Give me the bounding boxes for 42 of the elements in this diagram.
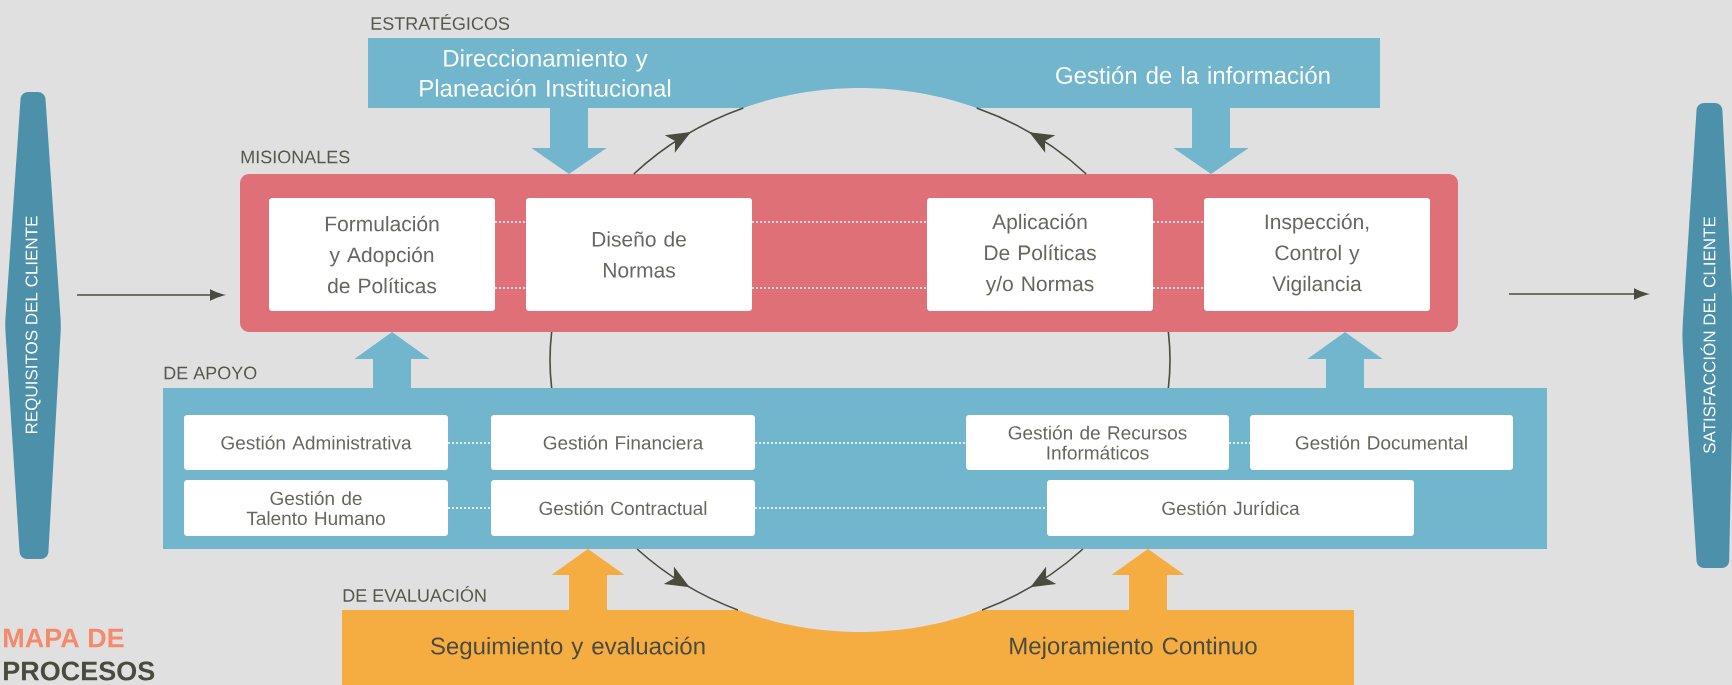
process-box: Gestión de Recursos Informáticos (966, 415, 1229, 470)
arrow (633, 107, 745, 175)
dotted-line (754, 507, 1048, 509)
process-box: Diseño de Normas (526, 198, 752, 311)
process-label: Direccionamiento y Planeación Institucional (420, 49, 671, 97)
dotted-line (751, 221, 928, 223)
process-box: Gestión de Talento Humano (184, 480, 448, 536)
section-heading: ESTRATÉGICOS (371, 14, 510, 30)
side-banner: SATISFACCIÓN DEL CLIENTE (1682, 103, 1732, 568)
process-box: Gestión Jurídica (1047, 480, 1414, 536)
process-box: Gestión Contractual (491, 480, 755, 536)
process-box: Aplicación De Políticas y/o Normas (927, 198, 1153, 311)
dotted-line (754, 442, 967, 444)
process-label: Mejoramiento Continuo (1010, 636, 1257, 660)
connector-line (1167, 331, 1171, 389)
side-banner: REQUISITOS DEL CLIENTE (5, 92, 61, 559)
title-text: PROCESOS (4, 661, 155, 681)
arrow (636, 548, 739, 611)
dotted-line (447, 442, 492, 444)
dotted-line (751, 287, 928, 289)
arrow (975, 107, 1087, 175)
arrow (76, 289, 224, 301)
dotted-line (494, 221, 527, 223)
dotted-line (447, 507, 492, 509)
process-box: Gestión Financiera (491, 415, 755, 470)
connector-line (549, 331, 553, 389)
section-heading: DE APOYO (164, 366, 257, 380)
dotted-line (494, 287, 527, 289)
process-box: Gestión Administrativa (184, 415, 448, 470)
section-heading: DE EVALUACIÓN (343, 586, 486, 602)
section-heading: MISIONALES (241, 150, 350, 164)
title-text: MAPA DE (4, 628, 124, 648)
arrow (981, 548, 1084, 611)
process-label: Seguimiento y evaluación (431, 636, 705, 660)
process-box: Inspección, Control y Vigilancia (1204, 198, 1430, 311)
process-box: Formulación y Adopción de Políticas (269, 198, 495, 311)
process-box: Gestión Documental (1250, 415, 1513, 470)
arrow (1508, 288, 1648, 300)
dotted-line (1152, 221, 1205, 223)
dotted-line (1228, 442, 1251, 444)
process-label: Gestión de la información (1056, 66, 1330, 84)
dotted-line (1152, 287, 1205, 289)
